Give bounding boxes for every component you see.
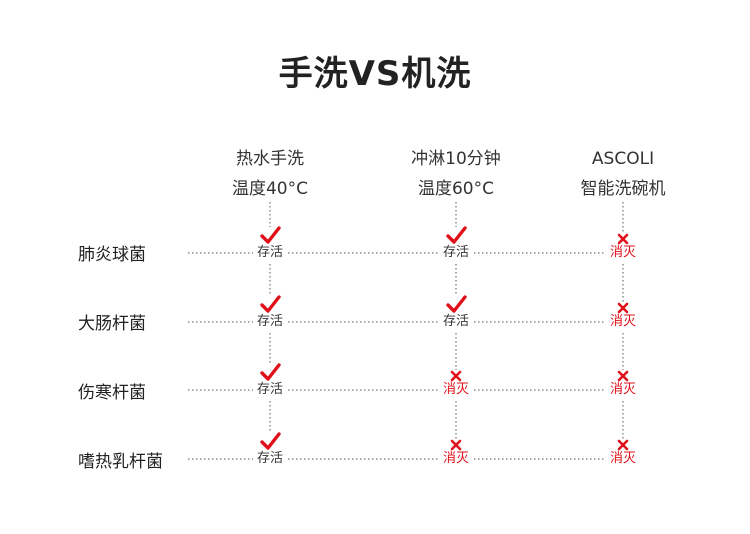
status-dead-label: 消灭 [442,451,469,466]
row-label-e-coli: 大肠杆菌 [78,314,146,334]
column-header-rinse: 冲淋10分钟 温度60°C [356,144,556,204]
check-mark-icon [260,226,281,244]
column-header-line2: 智能洗碗机 [580,179,666,199]
cross-mark-icon [450,370,462,382]
row-label-typhoid: 伤寒杆菌 [78,383,146,403]
row-label-pneumococcus: 肺炎球菌 [78,245,146,265]
cross-mark-icon [450,439,462,451]
check-mark-icon [446,226,467,244]
column-header-line1: 热水手洗 [236,149,304,169]
status-alive-label: 存活 [442,245,469,260]
status-dead-label: 消灭 [609,382,636,397]
status-alive-label: 存活 [256,314,283,329]
status-dead-label: 消灭 [609,314,636,329]
check-mark-icon [260,432,281,450]
status-alive-label: 存活 [256,382,283,397]
column-header-line1: ASCOLI [591,149,655,169]
row-label-thermophilus: 嗜热乳杆菌 [78,452,163,472]
status-alive-label: 存活 [442,314,469,329]
column-header-line2: 温度40°C [231,179,308,199]
column-header-hand-wash: 热水手洗 温度40°C [170,144,370,204]
column-header-line1: 冲淋10分钟 [411,149,501,169]
cross-mark-icon [617,370,629,382]
status-dead-label: 消灭 [442,382,469,397]
check-mark-icon [446,295,467,313]
status-alive-label: 存活 [256,451,283,466]
cross-mark-icon [617,233,629,245]
cross-mark-icon [617,439,629,451]
column-header-line2: 温度60°C [417,179,494,199]
check-mark-icon [260,295,281,313]
status-dead-label: 消灭 [609,451,636,466]
column-header-dishwasher: ASCOLI 智能洗碗机 [523,144,723,204]
cross-mark-icon [617,302,629,314]
status-alive-label: 存活 [256,245,283,260]
page-title: 手洗VS机洗 [278,54,472,94]
check-mark-icon [260,363,281,381]
status-dead-label: 消灭 [609,245,636,260]
